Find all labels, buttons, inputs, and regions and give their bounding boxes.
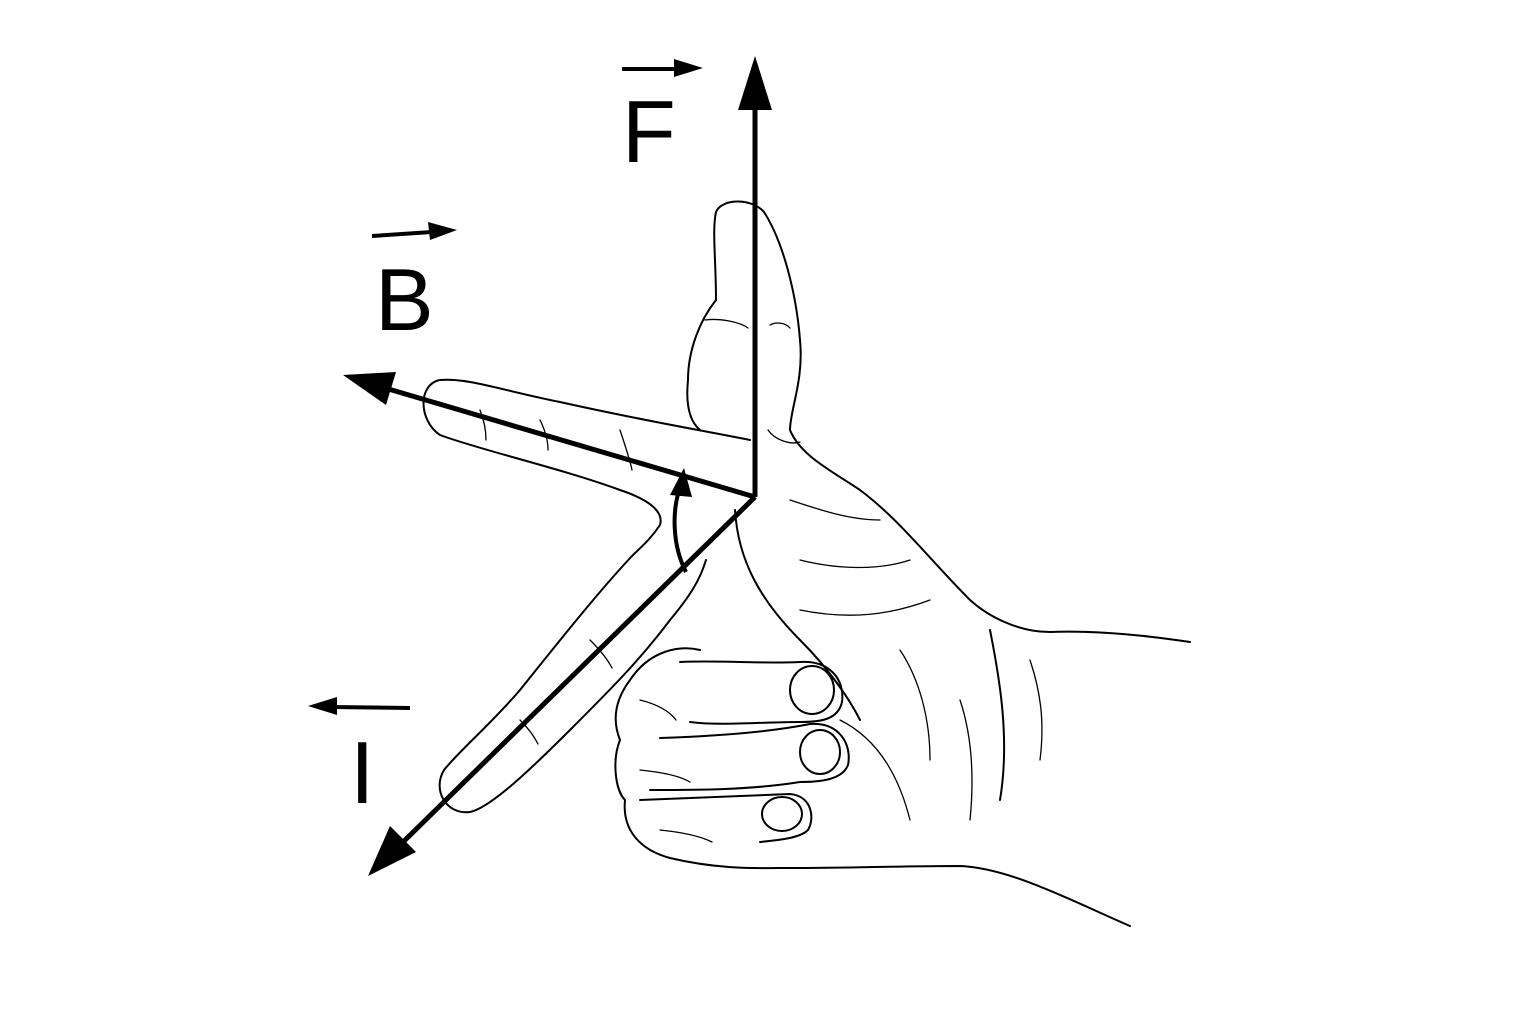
overarrow-icon (428, 222, 457, 240)
pinky-finger-outline (639, 793, 813, 843)
force-label-text: F (622, 82, 676, 181)
little-finger-outline (649, 722, 850, 791)
palm-line (734, 509, 861, 721)
overarrow-icon (674, 59, 703, 77)
overarrow-icon (308, 697, 337, 715)
index-finger-outline (422, 378, 751, 557)
palm-line (989, 629, 1006, 801)
force-vector (738, 56, 772, 497)
magnetic-field-vector (343, 372, 756, 500)
magnetic-field-arrowhead (343, 372, 396, 405)
fingernail (789, 665, 835, 715)
thumb-outline (713, 200, 1191, 643)
folded-fingers-outline (614, 647, 1131, 927)
current-label-text: I (350, 723, 374, 822)
magnetic-field-label-text: B (375, 250, 434, 349)
force-arrowhead (738, 56, 772, 110)
ring-finger-outline (679, 660, 844, 725)
angle-arrowhead (670, 468, 692, 497)
thumb-inner-outline (686, 299, 717, 431)
magnetic-field-label: B (371, 222, 457, 349)
angle-arc (670, 468, 692, 573)
current-arrowhead (368, 826, 416, 876)
fingernail (761, 796, 803, 832)
skin-creases (479, 318, 1043, 843)
hand-drawing (422, 200, 1191, 927)
current-vector (368, 495, 757, 876)
force-label: F (622, 59, 703, 181)
current-label: I (308, 697, 411, 822)
middle-finger-outline (438, 555, 707, 814)
fingernail (799, 729, 841, 775)
